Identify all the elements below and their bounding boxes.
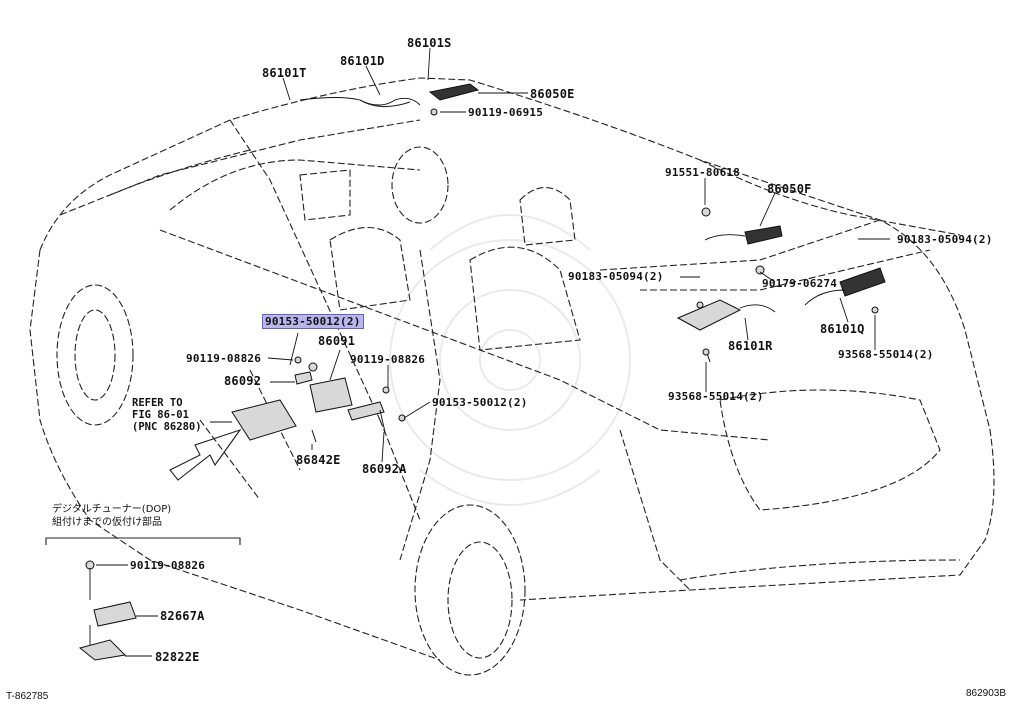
part-label-82822E[interactable]: 82822E	[155, 650, 200, 664]
part-label-90119-08826-left[interactable]: 90119-08826	[186, 352, 262, 365]
part-label-90183-05094-right[interactable]: 90183-05094(2)	[897, 233, 993, 246]
part-label-86092A[interactable]: 86092A	[362, 462, 407, 476]
refer-note[interactable]: REFER TO FIG 86-01 (PNC 86280)	[132, 397, 202, 433]
part-label-86101Q[interactable]: 86101Q	[820, 322, 865, 336]
part-label-91551-80618[interactable]: 91551-80618	[665, 166, 741, 179]
japanese-note: デジタルチューナー(DOP) 組付けまでの仮付け部品	[52, 503, 171, 529]
part-label-86101T[interactable]: 86101T	[262, 66, 307, 80]
part-label-86050F[interactable]: 86050F	[767, 182, 812, 196]
leader-lines	[96, 47, 890, 657]
roof-antenna-parts	[299, 83, 480, 116]
part-label-86101D[interactable]: 86101D	[340, 54, 385, 68]
japanese-note-line2: 組付けまでの仮付け部品	[52, 517, 162, 528]
part-label-90119-08826-right[interactable]: 90119-08826	[350, 353, 426, 366]
part-label-86050E[interactable]: 86050E	[530, 87, 575, 101]
part-label-90179-06274[interactable]: 90179-06274	[762, 277, 838, 290]
illustration-code-left: T-862785	[6, 691, 49, 702]
console-parts	[169, 356, 406, 481]
part-label-86842E[interactable]: 86842E	[296, 453, 341, 467]
tuner-bracket-group	[45, 537, 241, 661]
refer-note-line3: (PNC 86280)	[132, 421, 202, 433]
illustration-code-right: 862903B	[966, 688, 1007, 699]
part-label-90153-50012[interactable]: 90153-50012(2)	[432, 396, 528, 409]
part-label-86091[interactable]: 86091	[318, 334, 356, 348]
part-label-86101R[interactable]: 86101R	[728, 339, 773, 353]
refer-note-line2: FIG 86-01	[132, 409, 189, 421]
part-label-93568-55014-right[interactable]: 93568-55014(2)	[838, 348, 934, 361]
part-label-82667A[interactable]: 82667A	[160, 609, 205, 623]
part-label-93568-55014-left[interactable]: 93568-55014(2)	[668, 390, 764, 403]
part-label-90119-08826-tuner[interactable]: 90119-08826	[130, 559, 206, 572]
part-label-90119-06915[interactable]: 90119-06915	[468, 106, 544, 119]
part-label-86092[interactable]: 86092	[224, 374, 262, 388]
car-body-outline	[29, 77, 995, 676]
rear-parts	[676, 207, 886, 363]
japanese-note-line1: デジタルチューナー(DOP)	[52, 504, 172, 515]
part-label-86101S[interactable]: 86101S	[407, 36, 452, 50]
refer-note-line1: REFER TO	[132, 397, 183, 409]
watermark-emblem	[389, 214, 631, 506]
part-label-90153-50012-highlighted[interactable]: 90153-50012(2)	[262, 314, 364, 329]
part-label-90183-05094-left[interactable]: 90183-05094(2)	[568, 270, 664, 283]
